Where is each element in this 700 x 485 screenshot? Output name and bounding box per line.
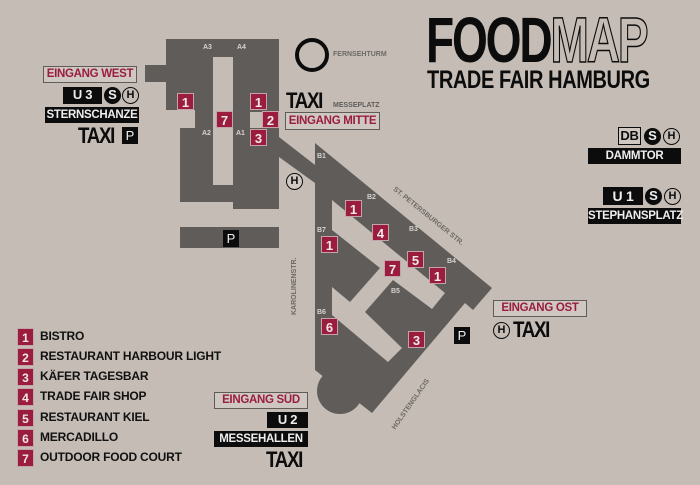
s-bahn-icon: S [644,128,661,145]
hall-b-rotunda [317,368,363,414]
legend-label: BISTRO [40,329,85,343]
taxi-mitte: TAXI [286,88,323,113]
marker-bistro[interactable]: 1 [177,93,194,110]
station-dammtor: DAMMTOR [588,148,681,164]
entrance-ost-label: EINGANG OST [493,300,587,317]
subtitle: TRADE FAIR HAMBURG [427,66,650,94]
taxi-sued: TAXI [266,447,303,472]
legend-label: RESTAURANT HARBOUR LIGHT [40,349,221,363]
fernsehturm-label: FERNSEHTURM [333,51,387,58]
bus-stop-icon: H [663,128,680,145]
entrance-west-label: EINGANG WEST [43,66,137,83]
marker-mercadillo[interactable]: 6 [321,318,338,335]
parking-icon: P [122,127,138,144]
hall-label-b6: B6 [317,309,326,316]
legend-label: RESTAURANT KIEL [40,410,150,424]
hall-label-b3: B3 [409,226,418,233]
marker-kaefer-tagesbar[interactable]: 3 [408,331,425,348]
hall-label-b1: B1 [317,153,326,160]
bus-stop-icon: H [664,188,681,205]
station-sternschanze: STERNSCHANZE [45,107,139,123]
legend-label: MERCADILLO [40,430,118,444]
title: FOODMAP [426,7,649,73]
marker-restaurant-kiel[interactable]: 5 [407,251,424,268]
hall-label-b5: B5 [391,288,400,295]
legend-number: 2 [17,348,34,366]
hall-label-b4: B4 [447,258,456,265]
marker-bistro[interactable]: 1 [345,200,362,217]
u1-line-badge: U 1 [603,187,643,205]
hall-connector [279,137,315,183]
legend-number: 5 [17,409,34,427]
messeplatz-label: MESSEPLATZ [333,102,380,109]
marker-bistro[interactable]: 1 [321,236,338,253]
entrance-mitte-label: EINGANG MITTE [285,112,380,130]
parking-icon: P [223,230,239,247]
u3-line-badge: U 3 [63,87,102,104]
legend-label: TRADE FAIR SHOP [40,389,147,403]
marker-bistro[interactable]: 1 [250,93,267,110]
bus-stop-icon: H [286,173,303,190]
legend-number: 3 [17,368,34,386]
title-food: FOOD [426,4,553,76]
bus-stop-icon: H [493,322,510,339]
marker-outdoor-food-court[interactable]: 7 [216,111,233,128]
hall-label-a2: A2 [202,130,211,137]
hall-label-a4: A4 [237,44,246,51]
parking-icon: P [454,327,470,344]
s-bahn-icon: S [104,87,121,104]
db-badge: DB [618,127,641,145]
legend-number: 6 [17,429,34,447]
entrance-sued-label: EINGANG SÜD [214,392,308,409]
street-label-karolinen: KAROLINENSTR. [291,257,298,315]
hall-label-a3: A3 [203,44,212,51]
legend-number: 1 [17,328,34,346]
marker-trade-fair-shop[interactable]: 4 [372,224,389,241]
hall-label-a1: A1 [236,130,245,137]
hall-a [145,39,279,209]
fernsehturm-icon [295,38,329,72]
hall-label-b7: B7 [317,227,326,234]
legend-label: OUTDOOR FOOD COURT [40,450,182,464]
taxi-ost: TAXI [513,317,550,342]
station-messehallen: MESSEHALLEN [214,431,308,447]
u2-line-badge: U 2 [267,412,308,428]
s-bahn-icon: S [645,188,662,205]
taxi-west: TAXI [78,123,115,148]
bus-stop-icon: H [122,87,139,104]
marker-bistro[interactable]: 1 [429,267,446,284]
station-stephansplatz: STEPHANSPLATZ [588,208,683,224]
legend-label: KÄFER TAGESBAR [40,369,149,383]
marker-outdoor-food-court[interactable]: 7 [384,260,401,277]
title-map: MAP [550,4,649,76]
legend-number: 7 [17,449,34,467]
marker-restaurant-harbour-light[interactable]: 2 [262,111,279,128]
legend-number: 4 [17,388,34,406]
marker-kaefer-tagesbar[interactable]: 3 [250,129,267,146]
hall-label-b2: B2 [367,194,376,201]
